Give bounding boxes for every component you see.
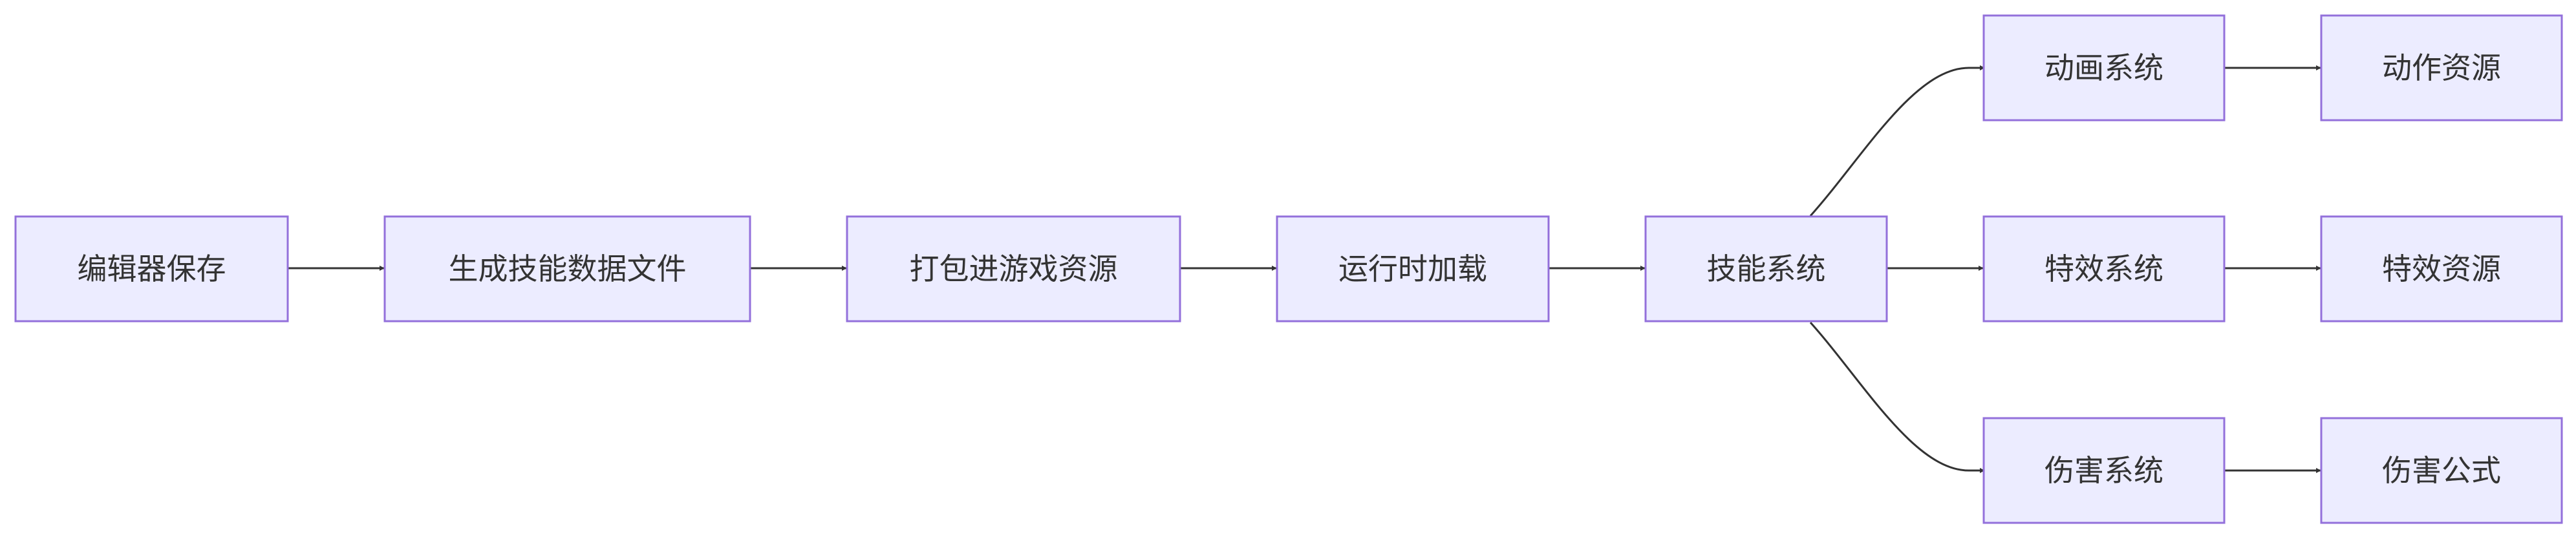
- node-damage-system[interactable]: 伤害系统: [1982, 417, 2226, 524]
- edge-skill-system-to-anim-system: [1809, 65, 1985, 217]
- node-fx-system-label: 特效系统: [2045, 251, 2163, 286]
- node-skill-system-label: 技能系统: [1707, 251, 1826, 286]
- node-damage-formula[interactable]: 伤害公式: [2320, 417, 2563, 524]
- node-editor-save[interactable]: 编辑器保存: [14, 215, 289, 322]
- node-runtime-load[interactable]: 运行时加载: [1276, 215, 1550, 322]
- node-action-assets[interactable]: 动作资源: [2320, 14, 2563, 122]
- edge-skill-system-to-damage-system: [1809, 321, 1985, 473]
- node-anim-system[interactable]: 动画系统: [1982, 14, 2226, 122]
- node-pack-resources-label: 打包进游戏资源: [910, 251, 1118, 286]
- edges: [288, 65, 2321, 473]
- node-gen-skill-data[interactable]: 生成技能数据文件: [383, 215, 751, 322]
- node-fx-assets[interactable]: 特效资源: [2320, 215, 2563, 322]
- node-pack-resources[interactable]: 打包进游戏资源: [846, 215, 1181, 322]
- node-fx-system[interactable]: 特效系统: [1982, 215, 2226, 322]
- node-skill-system[interactable]: 技能系统: [1644, 215, 1888, 322]
- node-damage-system-label: 伤害系统: [2045, 453, 2163, 488]
- node-action-assets-label: 动作资源: [2382, 50, 2501, 85]
- node-gen-skill-data-label: 生成技能数据文件: [449, 251, 687, 286]
- node-damage-formula-label: 伤害公式: [2382, 453, 2501, 488]
- nodes: 编辑器保存 生成技能数据文件 打包进游戏资源 运行时加载 技能系统 动画系统 特…: [14, 14, 2563, 524]
- node-fx-assets-label: 特效资源: [2382, 251, 2501, 286]
- node-runtime-load-label: 运行时加载: [1338, 251, 1487, 286]
- node-editor-save-label: 编辑器保存: [78, 251, 226, 286]
- node-anim-system-label: 动画系统: [2045, 50, 2163, 85]
